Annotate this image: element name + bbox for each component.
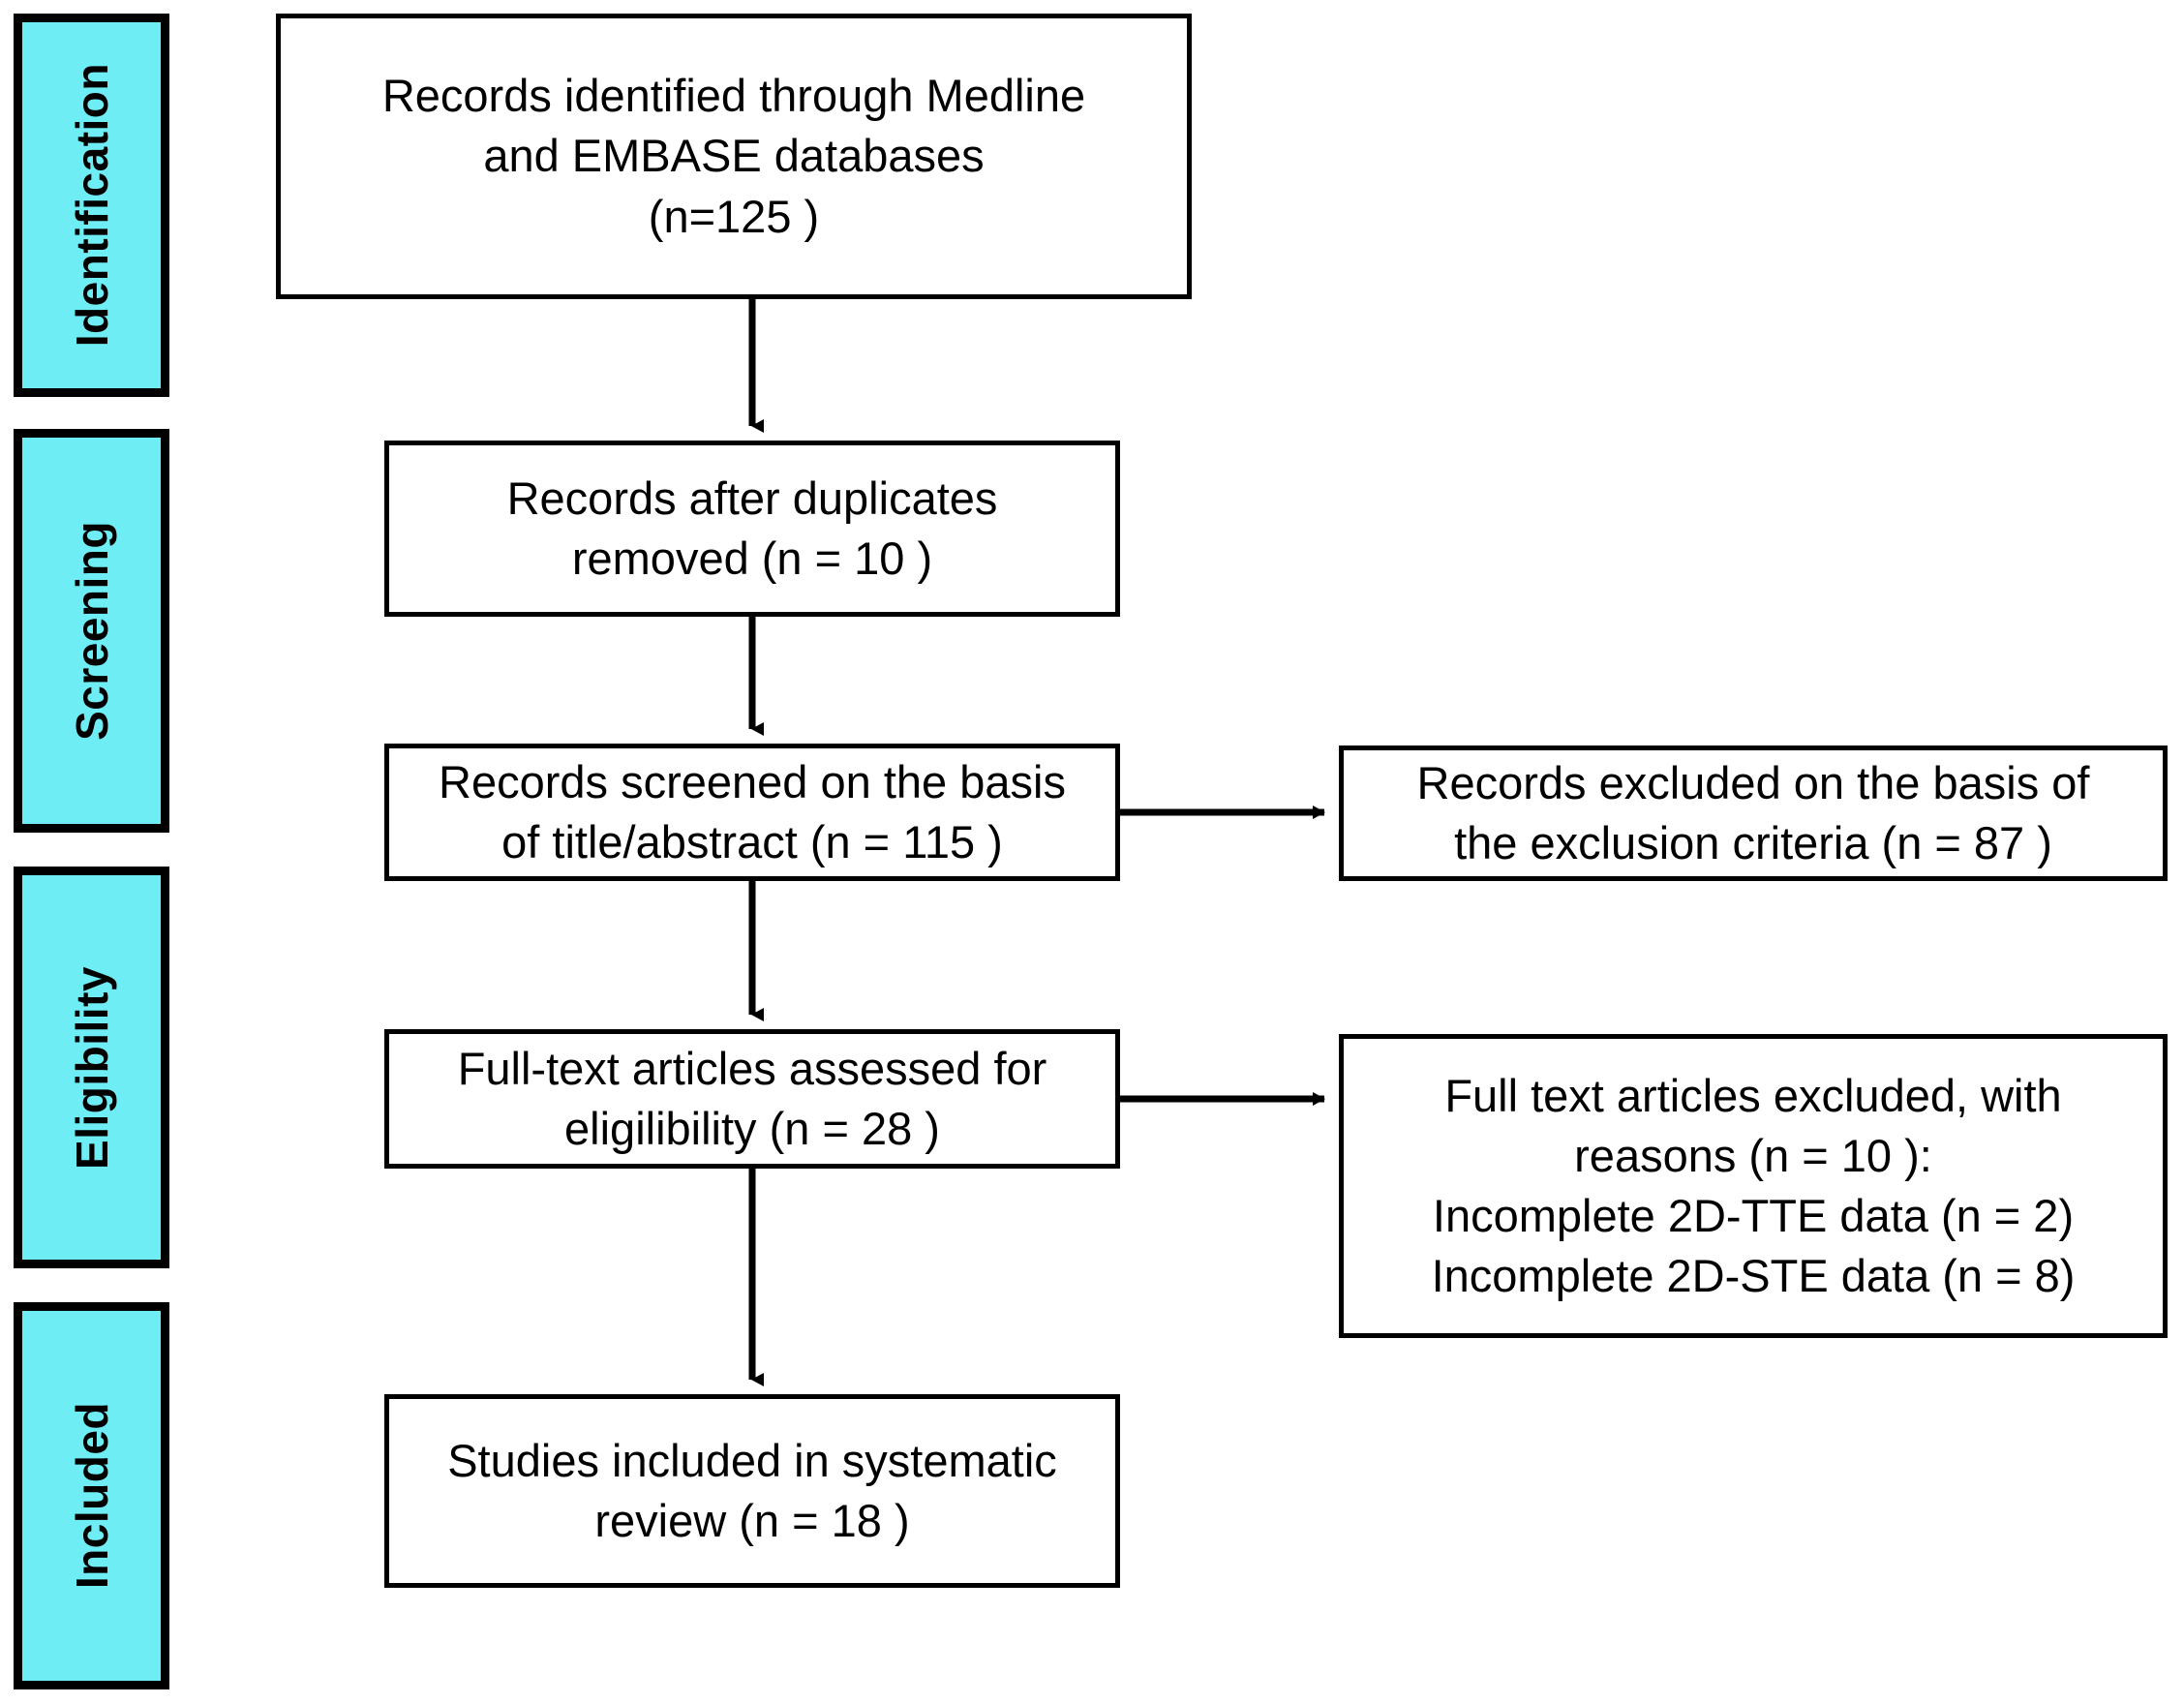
node-fulltext-assessed-text: Full-text articles assessed for eligilib… bbox=[457, 1042, 1047, 1154]
stage-box-screening: Screening bbox=[14, 429, 169, 833]
node-fulltext-excluded-text: Full text articles excluded, with reason… bbox=[1431, 1069, 2076, 1302]
node-records-screened-text: Records screened on the basis of title/a… bbox=[439, 755, 1066, 867]
stage-box-included: Included bbox=[14, 1302, 169, 1689]
node-included-studies-text: Studies included in systematic review (n… bbox=[447, 1434, 1057, 1546]
node-records-after-duplicates: Records after duplicates removed (n = 10… bbox=[384, 441, 1120, 617]
stage-label-included: Included bbox=[66, 1402, 117, 1590]
node-records-excluded-text: Records excluded on the basis of the exc… bbox=[1416, 756, 2090, 868]
stage-box-eligibility: Eligibility bbox=[14, 867, 169, 1268]
node-records-identified-text: Records identified through Medline and E… bbox=[381, 70, 1086, 242]
stage-label-screening: Screening bbox=[66, 521, 117, 741]
node-records-identified: Records identified through Medline and E… bbox=[276, 14, 1192, 299]
stage-box-identification: Identification bbox=[14, 14, 169, 397]
node-fulltext-excluded: Full text articles excluded, with reason… bbox=[1339, 1034, 2168, 1338]
node-records-screened: Records screened on the basis of title/a… bbox=[384, 744, 1120, 881]
node-records-after-duplicates-text: Records after duplicates removed (n = 10… bbox=[506, 472, 998, 584]
stage-label-identification: Identification bbox=[66, 63, 117, 348]
stage-label-eligibility: Eligibility bbox=[66, 965, 117, 1170]
node-fulltext-assessed: Full-text articles assessed for eligilib… bbox=[384, 1029, 1120, 1169]
node-included-studies: Studies included in systematic review (n… bbox=[384, 1394, 1120, 1588]
node-records-excluded: Records excluded on the basis of the exc… bbox=[1339, 746, 2168, 881]
